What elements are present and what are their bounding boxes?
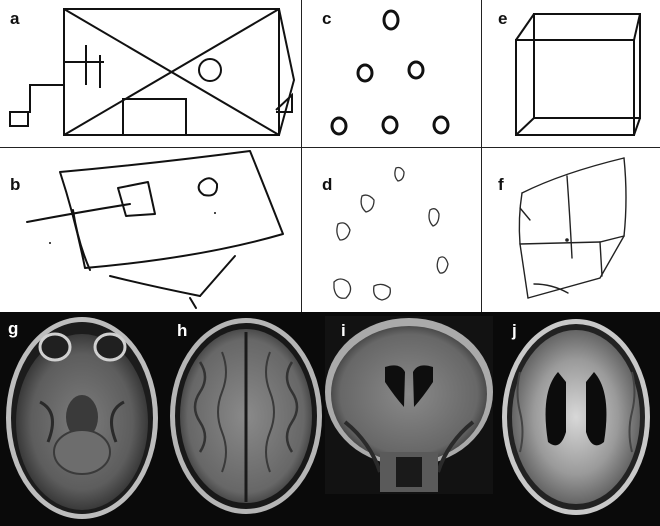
divider-vertical-2 [481, 0, 482, 312]
mri-coronal [325, 316, 493, 494]
cube-drawing [518, 157, 627, 299]
cube-copy [515, 13, 641, 136]
mri-images [6, 316, 650, 519]
panel-label-b: b [10, 175, 21, 194]
complex-figure-drawing [26, 150, 284, 309]
mri-axial-vertex [170, 318, 322, 514]
panel-d: d [302, 148, 481, 312]
divider-horizontal [0, 147, 660, 148]
panel-label-h: h [177, 321, 188, 340]
mri-axial-flair [502, 319, 650, 515]
panel-f: f [482, 148, 660, 312]
circles-drawing [333, 166, 449, 301]
mri-strip: g h i j [0, 312, 660, 526]
panel-label-f: f [498, 175, 504, 194]
circles-copy [330, 9, 450, 136]
panel-label-d: d [322, 175, 333, 194]
panel-label-i: i [341, 321, 346, 340]
mri-axial-temporal [6, 317, 158, 519]
panel-a: a [0, 0, 300, 146]
panel-label-e: e [498, 9, 508, 28]
complex-figure-copy [9, 8, 296, 136]
panel-label-a: a [10, 9, 20, 28]
panel-e: e [482, 0, 660, 146]
panel-label-c: c [322, 9, 332, 28]
panel-label-j: j [512, 321, 517, 340]
panel-b: b [0, 148, 300, 312]
panel-c: c [302, 0, 481, 146]
divider-vertical-1 [301, 0, 302, 312]
panel-label-g: g [8, 319, 19, 338]
